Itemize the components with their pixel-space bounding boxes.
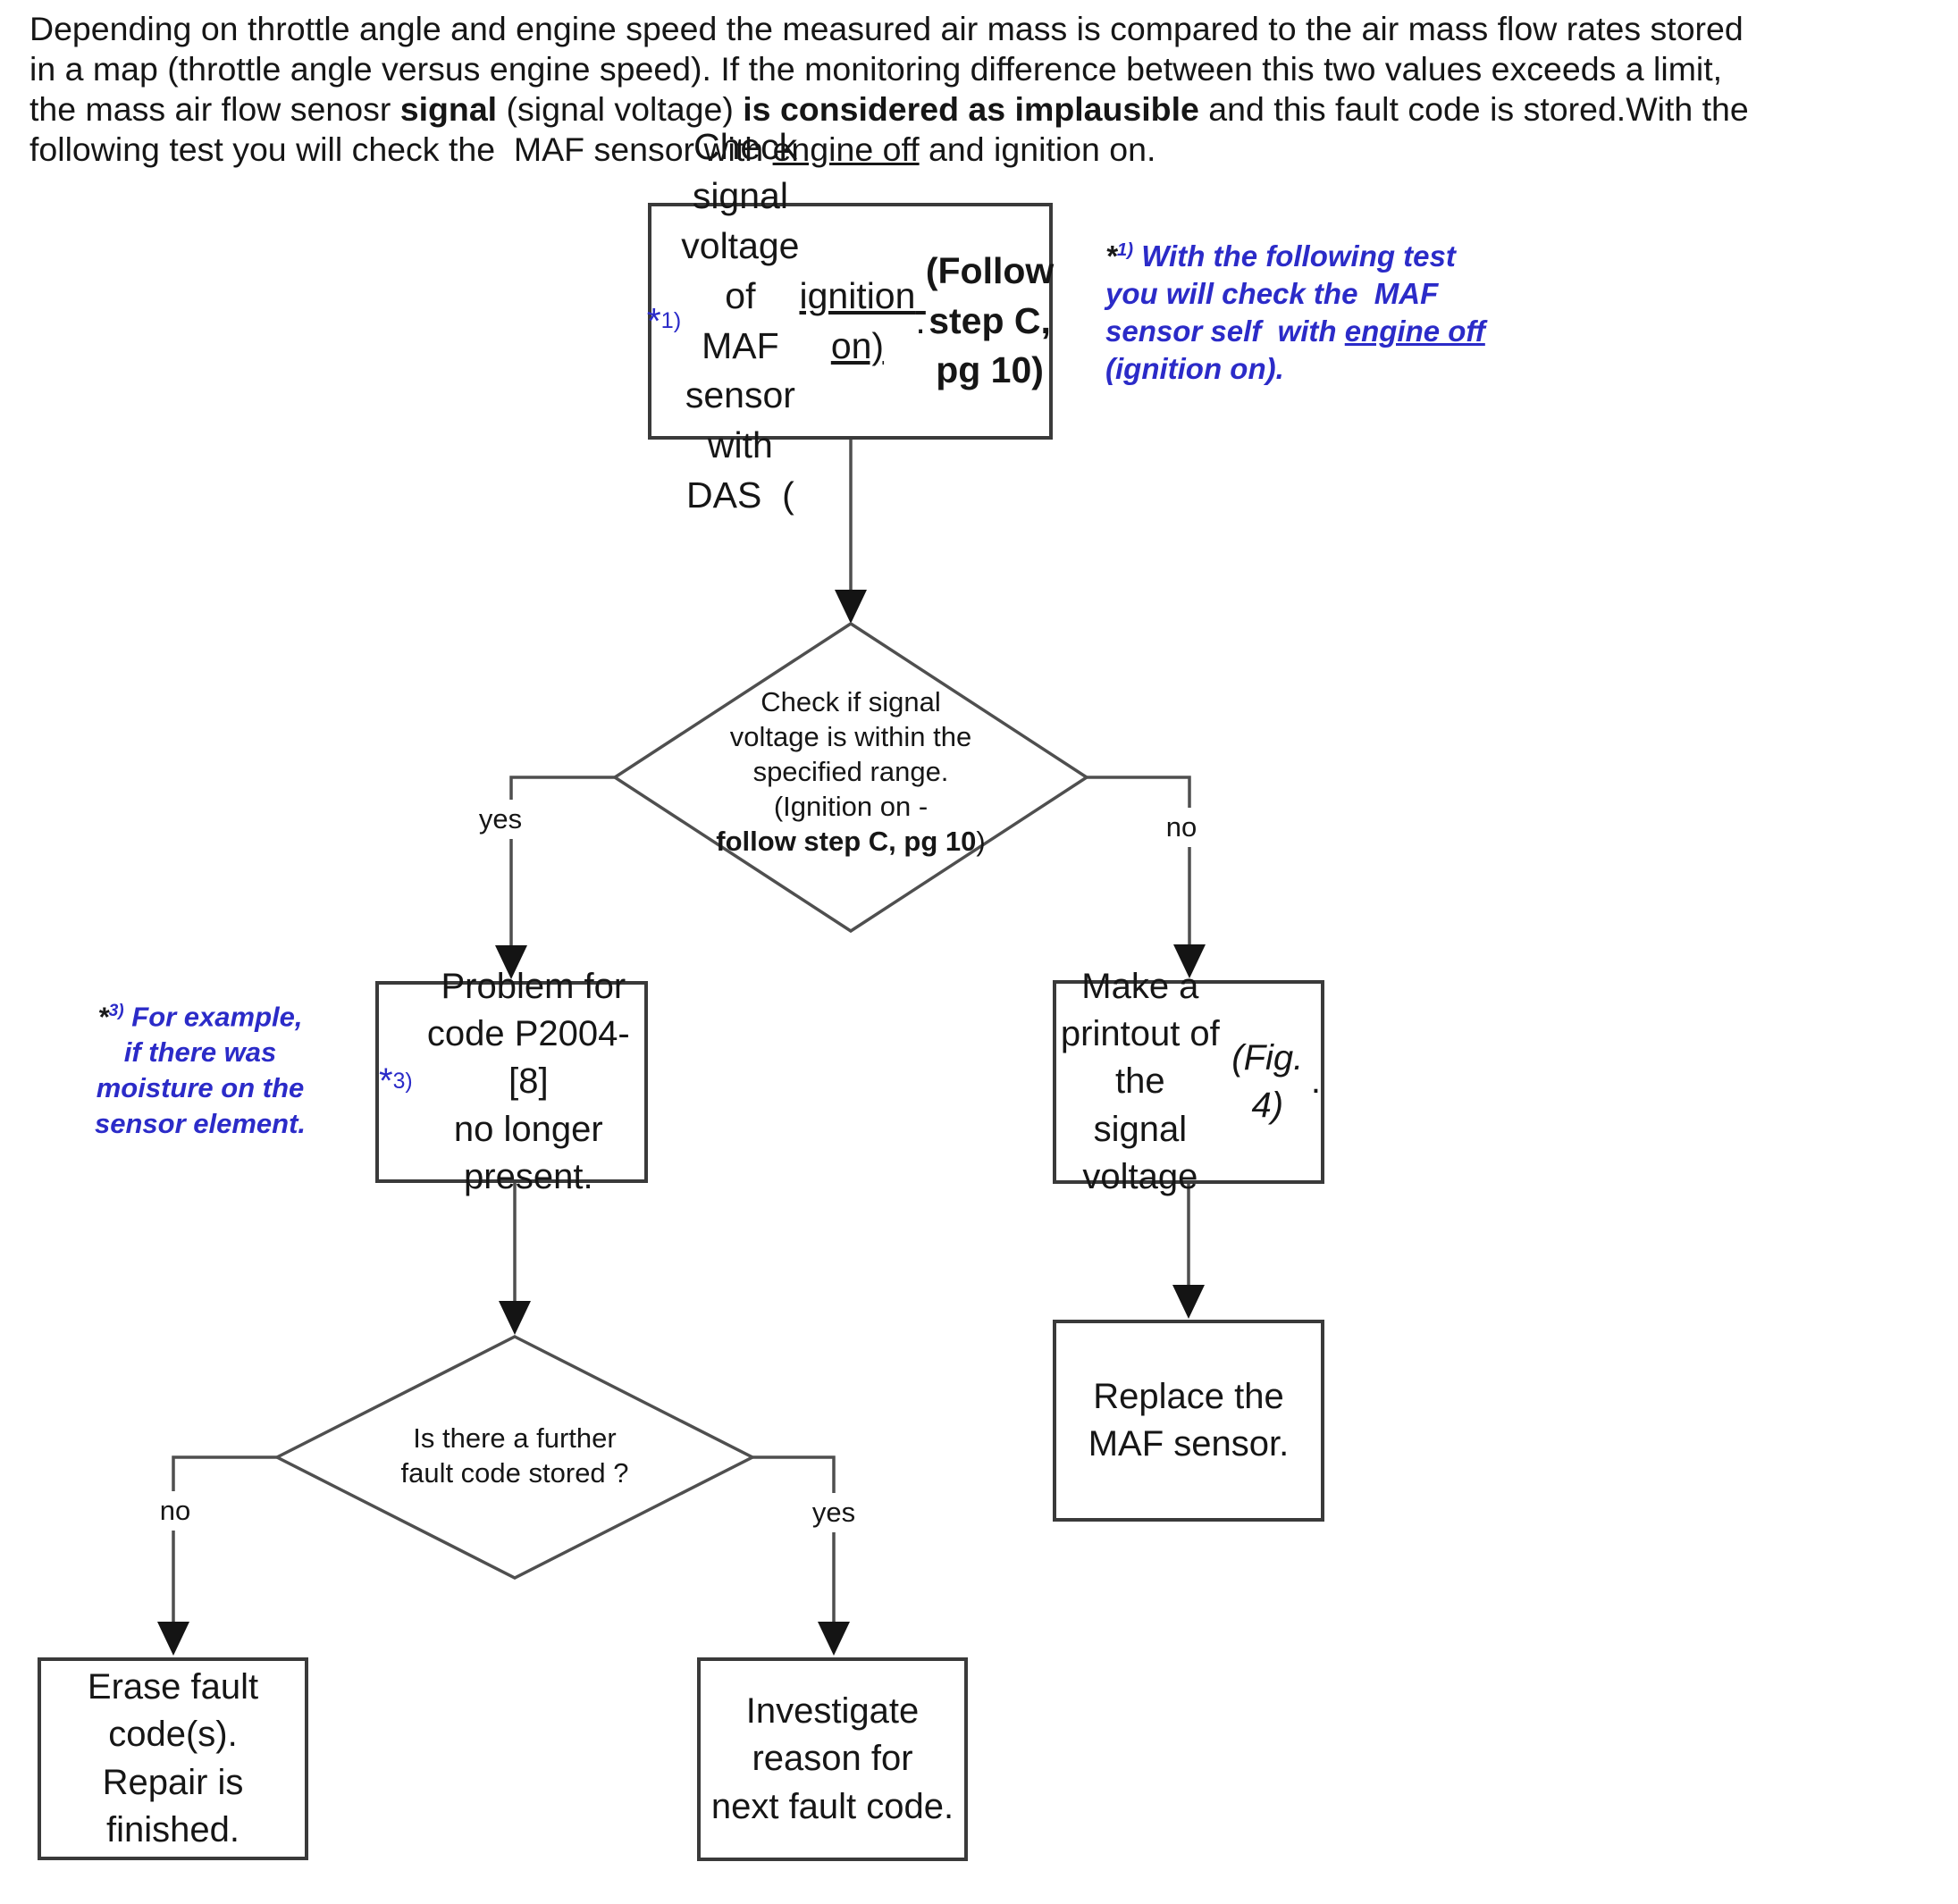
make-printout-box: Make a printout of the signal voltage (F…	[1053, 967, 1324, 1196]
branch-no1-line	[1087, 776, 1191, 944]
decision2-text: Is there a further fault code stored ?	[400, 1422, 629, 1489]
investigate-next-fault-code-box: Investigate reason for next fault code.	[697, 1657, 968, 1861]
arrow-step1-to-decision1-head	[835, 590, 867, 624]
problem-no-longer-present-box: *3) Problem for code P2004-[8] no longer…	[375, 967, 648, 1196]
footnote-3-annotation: *3) For example, if there was moisture o…	[94, 1001, 307, 1140]
step1-check-signal-voltage-box: *1) Check signal voltage of MAF sensor w…	[646, 125, 1064, 516]
replace-maf-sensor-box: Replace the MAF sensor.	[1053, 1320, 1324, 1522]
decision1-yes-label: yes	[470, 800, 531, 839]
decision1-no-label: no	[1157, 808, 1206, 847]
branch-no2-line	[172, 1455, 277, 1623]
decision1-text: Check if signal voltage is within the sp…	[716, 686, 986, 857]
arrow-result-to-decision2-head	[499, 1301, 531, 1335]
erase-fault-codes-box: Erase fault code(s). Repair is finished.	[38, 1657, 308, 1860]
branch-yes2-line	[752, 1455, 836, 1623]
intro-paragraph: Depending on throttle angle and engine s…	[29, 10, 1749, 168]
decision1-shape	[611, 621, 1090, 934]
branch-no2-arrowhead	[157, 1622, 189, 1656]
arrow-printout-to-replace-head	[1172, 1285, 1205, 1319]
branch-yes2-arrowhead	[818, 1622, 850, 1656]
branch-yes1-arrowhead	[495, 945, 527, 979]
decision2-no-label: no	[151, 1491, 199, 1531]
decision2-yes-label: yes	[803, 1493, 864, 1532]
footnote-1-annotation: *1) With the following test you will che…	[1105, 239, 1485, 385]
decision2-shape	[273, 1335, 756, 1580]
branch-yes1-line	[509, 776, 615, 945]
branch-no1-arrowhead	[1173, 944, 1206, 978]
